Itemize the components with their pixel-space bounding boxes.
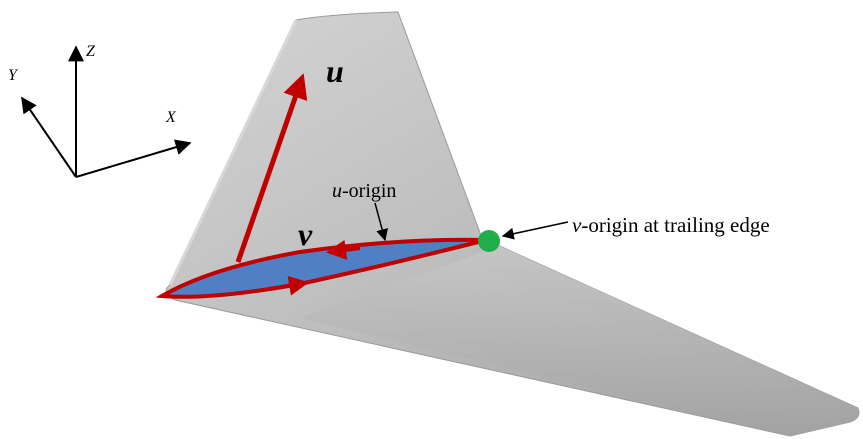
v-origin-marker xyxy=(478,230,500,252)
wing-leading-edge xyxy=(168,19,298,286)
v-origin-label-rest: -origin at trailing edge xyxy=(581,213,769,237)
u-origin-leader xyxy=(374,202,388,242)
v-origin-leader xyxy=(501,221,569,240)
v-lower-arrow xyxy=(269,275,309,296)
coordinate-axes xyxy=(21,45,192,178)
wing-surface xyxy=(165,11,860,437)
x-axis xyxy=(75,139,192,178)
u-parameter-label: u xyxy=(326,53,344,89)
x-axis-label: X xyxy=(165,109,177,126)
wing-lower-band xyxy=(300,238,859,436)
v-origin-label: v-origin at trailing edge xyxy=(572,213,770,237)
u-origin-label: u-origin xyxy=(332,180,396,202)
v-parameter-label: v xyxy=(298,216,313,252)
u-origin-label-rest: -origin xyxy=(342,180,396,202)
u-direction-arrow xyxy=(235,73,308,263)
z-axis-label: Z xyxy=(86,43,96,60)
v-origin-label-italic: v xyxy=(572,213,582,237)
v-upper-arrow xyxy=(326,239,361,260)
y-axis-label: Y xyxy=(8,67,19,84)
y-axis xyxy=(21,96,77,178)
u-origin-label-italic: u xyxy=(332,180,342,202)
